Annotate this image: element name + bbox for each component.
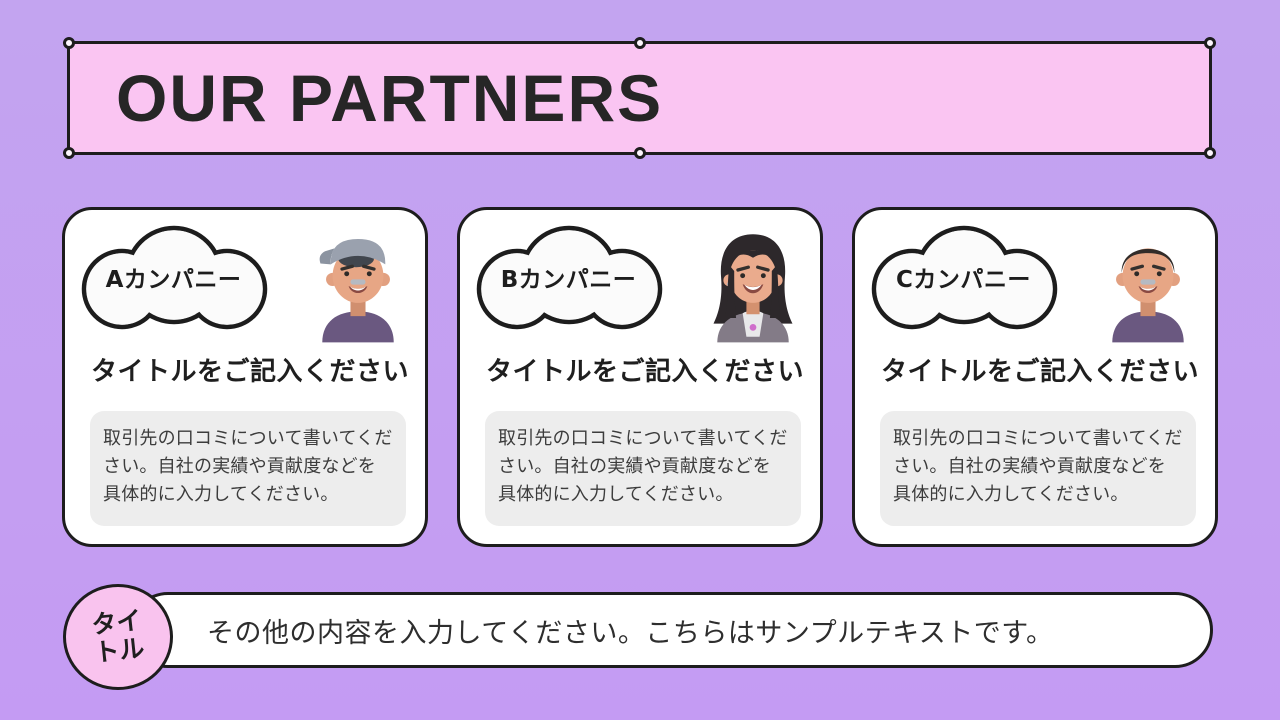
card-title[interactable]: タイトルをご記入ください xyxy=(881,357,1200,387)
page-title[interactable]: OUR PARTNERS xyxy=(116,61,664,135)
company-name-label: Cカンパニー xyxy=(896,267,1031,293)
selection-handle-top-middle[interactable] xyxy=(633,37,646,49)
avatar-woman-long-hair-icon[interactable] xyxy=(706,226,800,346)
footer-note-text[interactable]: その他の内容を入力してください。こちらはサンプルテキストです。 xyxy=(207,617,1054,649)
card-body-placeholder[interactable]: 取引先の口コミについて書いてください。自社の実績や貢献度などを具体的に入力してく… xyxy=(485,411,801,526)
selection-handle-bottom-middle[interactable] xyxy=(633,147,646,159)
title-banner[interactable]: OUR PARTNERS xyxy=(63,37,1216,159)
company-name-label: Bカンパニー xyxy=(500,267,637,293)
cloud-bubble-shape xyxy=(81,225,268,330)
selection-handle-bottom-right[interactable] xyxy=(1204,147,1216,159)
selection-handle-bottom-left[interactable] xyxy=(63,147,75,159)
partner-card-a[interactable]: Aカンパニー タイトルをご記入ください 取引先の口コミについて書いてください。自… xyxy=(62,207,428,547)
footer-badge-label: タイトル xyxy=(90,605,146,668)
avatar-man-short-hair-icon[interactable] xyxy=(1101,226,1195,346)
footer-title-badge[interactable]: タイトル xyxy=(63,584,173,690)
partner-card-b[interactable]: Bカンパニー タイトルをご記入ください xyxy=(457,207,823,547)
card-title[interactable]: タイトルをご記入ください xyxy=(91,357,410,387)
selection-handle-top-left[interactable] xyxy=(63,37,75,49)
partner-cards-row: Aカンパニー タイトルをご記入ください 取引先の口コミについて書いてください。自… xyxy=(62,207,1218,547)
selection-handle-top-right[interactable] xyxy=(1204,37,1216,49)
card-title[interactable]: タイトルをご記入ください xyxy=(486,357,805,387)
card-body-placeholder[interactable]: 取引先の口コミについて書いてください。自社の実績や貢献度などを具体的に入力してく… xyxy=(880,411,1196,526)
cloud-bubble-shape xyxy=(476,225,663,330)
card-body-placeholder[interactable]: 取引先の口コミについて書いてください。自社の実績や貢献度などを具体的に入力してく… xyxy=(90,411,406,526)
cloud-bubble-shape xyxy=(871,225,1058,330)
company-name-bubble[interactable]: Cカンパニー xyxy=(867,224,1060,336)
partner-card-c[interactable]: Cカンパニー タイトルをご記入ください 取引先の口コミについて書いてください。自… xyxy=(852,207,1218,547)
company-name-bubble[interactable]: Bカンパニー xyxy=(472,224,665,336)
company-name-bubble[interactable]: Aカンパニー xyxy=(77,224,270,336)
avatar-man-backwards-cap-icon[interactable] xyxy=(311,226,405,346)
company-name-label: Aカンパニー xyxy=(105,267,242,293)
footer-note-bar[interactable]: その他の内容を入力してください。こちらはサンプルテキストです。 xyxy=(130,592,1213,668)
